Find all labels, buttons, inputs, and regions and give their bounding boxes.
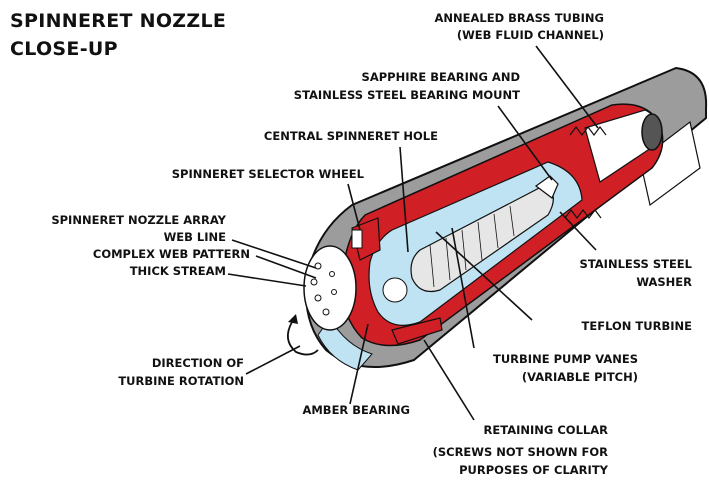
rotation-arrow	[286, 314, 319, 356]
label-annealed-brass-2: (WEB FLUID CHANNEL)	[457, 28, 604, 42]
label-direction-1: DIRECTION OF	[152, 356, 244, 370]
label-nozzle-array: SPINNERET NOZZLE ARRAY	[51, 213, 226, 227]
label-amber-bearing: AMBER BEARING	[302, 403, 410, 417]
label-annealed-brass-1: ANNEALED BRASS TUBING	[434, 11, 604, 25]
label-pump-vanes-2: (VARIABLE PITCH)	[522, 370, 638, 384]
label-complex-web: COMPLEX WEB PATTERN	[93, 247, 250, 261]
label-pump-vanes-1: TURBINE PUMP VANES	[493, 352, 638, 366]
teflon-turbine	[410, 175, 559, 293]
label-stainless-washer-2: WASHER	[636, 275, 692, 289]
label-teflon-turbine: TEFLON TURBINE	[582, 319, 693, 333]
label-retaining-collar-2: (SCREWS NOT SHOWN FOR	[433, 445, 609, 459]
label-stainless-washer-1: STAINLESS STEEL	[580, 257, 693, 271]
label-direction-2: TURBINE ROTATION	[118, 374, 244, 388]
label-thick-stream: THICK STREAM	[130, 264, 226, 278]
labels: ANNEALED BRASS TUBING (WEB FLUID CHANNEL…	[51, 11, 692, 477]
label-selector-wheel: SPINNERET SELECTOR WHEEL	[172, 167, 365, 181]
label-retaining-collar-3: PURPOSES OF CLARITY	[459, 463, 609, 477]
label-central-hole: CENTRAL SPINNERET HOLE	[264, 129, 438, 143]
label-retaining-collar-1: RETAINING COLLAR	[484, 423, 609, 437]
title-line-2: CLOSE-UP	[10, 38, 118, 60]
label-sapphire-1: SAPPHIRE BEARING AND	[362, 70, 520, 84]
title-line-1: SPINNERET NOZZLE	[10, 10, 227, 32]
label-web-line: WEB LINE	[164, 230, 227, 244]
nozzle-face	[303, 217, 443, 345]
label-sapphire-2: STAINLESS STEEL BEARING MOUNT	[294, 88, 520, 102]
leader-lines	[227, 45, 599, 421]
